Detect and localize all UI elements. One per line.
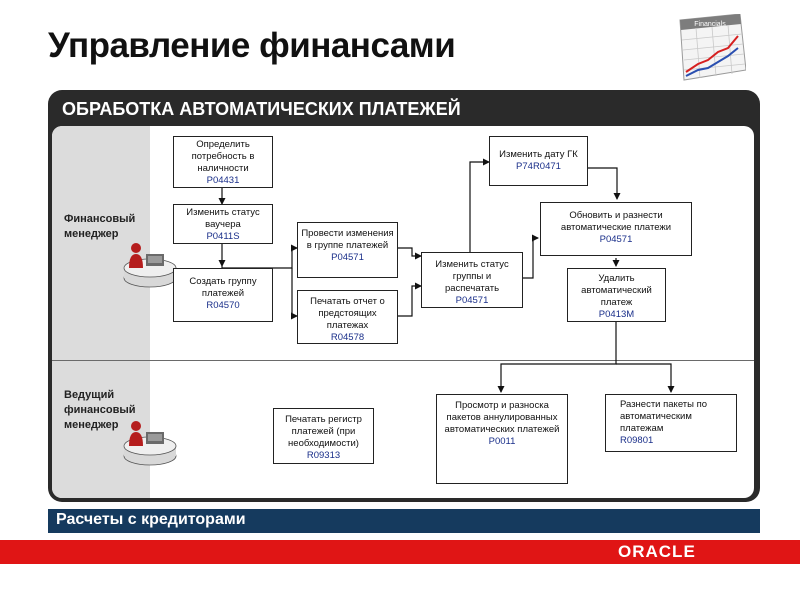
step-print-upcoming-payments-report[interactable]: Печатать отчет о предстоящих платежах R0… [297, 290, 398, 344]
lane-label-line: Ведущий [64, 389, 115, 401]
lane-label-senior-financial-manager: Ведущий финансовый менеджер [64, 388, 136, 433]
step-change-voucher-status[interactable]: Изменить статус ваучера P0411S [173, 204, 273, 244]
step-code: P0011 [488, 436, 516, 447]
step-text: Изменить статус ваучера [186, 207, 260, 230]
step-change-gl-date[interactable]: Изменить дату ГК P74R0471 [489, 136, 588, 186]
lane-label-line: менеджер [64, 419, 119, 431]
logo-label: Financials [694, 21, 726, 28]
flow-arrow [616, 363, 675, 393]
step-code: P0413M [598, 309, 635, 320]
step-text: Просмотр и разноска пакетов аннулированн… [444, 400, 560, 435]
step-code: P04571 [455, 295, 489, 306]
step-code: R09801 [620, 435, 654, 446]
swimlane-diagram: Финансовый менеджер Ведущий финансовый м… [52, 126, 754, 498]
step-text: Создать группу платежей [189, 276, 257, 299]
flow-arrow [398, 282, 422, 317]
flow-arrow [523, 234, 539, 279]
step-print-payment-register[interactable]: Печатать регистр платежей (при необходим… [273, 408, 374, 464]
step-code: P04571 [599, 234, 633, 245]
step-text: Удалить автоматический платеж [581, 273, 652, 308]
step-update-and-post-automatic-payments[interactable]: Обновить и разнести автоматические плате… [540, 202, 692, 256]
person-at-desk-icon [123, 243, 177, 288]
lane-divider [52, 360, 754, 361]
brand-bar [0, 540, 800, 564]
step-determine-cash-needs[interactable]: Определить потребность в наличности P044… [173, 136, 273, 188]
page-title: Управление финансами [48, 26, 456, 65]
step-text: Обновить и разнести автоматические плате… [560, 210, 672, 233]
flow-arrow [588, 167, 621, 200]
step-text: Изменить дату ГК [499, 149, 578, 160]
lane-label-line: менеджер [64, 228, 119, 240]
step-code: R09313 [306, 450, 341, 461]
flow-arrow [469, 158, 490, 252]
flow-arrow [398, 247, 422, 260]
step-code: R04578 [330, 332, 365, 343]
panel-title: ОБРАБОТКА АВТОМАТИЧЕСКИХ ПЛАТЕЖЕЙ [62, 99, 461, 119]
step-change-group-status-and-print[interactable]: Изменить статус группы и распечатать P04… [421, 252, 523, 308]
step-review-and-post-voided-payment-batches[interactable]: Просмотр и разноска пакетов аннулированн… [436, 394, 568, 484]
person-at-desk-icon [123, 421, 177, 466]
step-text: Провести изменения в группе платежей [301, 228, 394, 251]
oracle-logo: ORACLE [618, 542, 696, 561]
step-text: Изменить статус группы и распечатать [435, 259, 509, 294]
flow-arrow [221, 244, 298, 269]
step-code: P04571 [331, 252, 364, 263]
step-text: Определить потребность в наличности [191, 139, 255, 174]
section-footer-bar [48, 509, 760, 533]
flow-arrow [497, 322, 617, 393]
step-text: Печатать регистр платежей (при необходим… [285, 414, 362, 449]
lane-label-line: финансовый [64, 404, 136, 416]
financials-chart-icon: Financials [666, 13, 747, 84]
step-code: P0411S [206, 231, 240, 242]
lane-label-financial-manager: Финансовый менеджер [64, 212, 135, 242]
lane-shade-financial-manager [52, 126, 150, 360]
step-create-payment-group[interactable]: Создать группу платежей R04570 [173, 268, 273, 322]
step-update-payment-group[interactable]: Провести изменения в группе платежей P04… [297, 222, 398, 278]
step-code: R04570 [206, 300, 240, 311]
step-text: Разнести пакеты по автоматическим платеж… [620, 399, 708, 434]
step-text: Печатать отчет о предстоящих платежах [310, 296, 385, 331]
step-delete-automatic-payment[interactable]: Удалить автоматический платеж P0413M [567, 268, 666, 322]
step-code: P74R0471 [516, 161, 561, 172]
section-footer-label: Расчеты с кредиторами [56, 511, 246, 528]
lane-label-line: Финансовый [64, 213, 136, 225]
step-code: P04431 [206, 175, 240, 186]
step-post-automatic-payment-batches[interactable]: Разнести пакеты по автоматическим платеж… [605, 394, 737, 452]
